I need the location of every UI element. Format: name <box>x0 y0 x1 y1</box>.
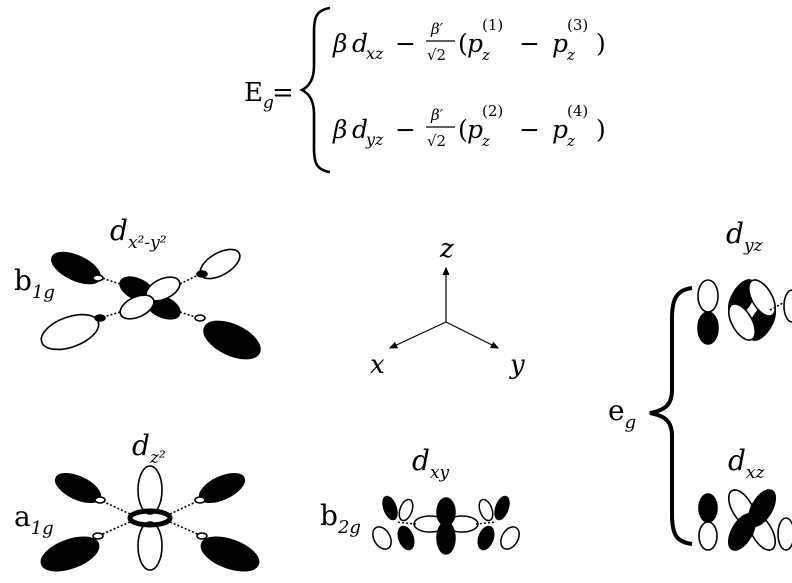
z-axis-label: z <box>439 234 454 264</box>
row2-frac-num: β′ <box>430 106 444 124</box>
a1g-orbital-group: a1g dz² <box>14 429 260 572</box>
dxy-orbital <box>372 495 520 555</box>
row2-close: ) <box>596 115 606 144</box>
equation-lhs: Eg <box>244 78 274 113</box>
b2g-orbital-group: b2g dxy <box>320 444 520 555</box>
dyz-label: dyz <box>726 217 764 256</box>
row2-minus2: − <box>519 115 540 144</box>
dxz-label: dxz <box>728 444 766 483</box>
eg-brace <box>649 286 693 546</box>
row2-p2-sub: z <box>566 132 575 150</box>
dx2y2-label: dx²-y² <box>110 214 167 253</box>
dyz-orbital <box>697 279 792 345</box>
row1-p1: p <box>467 29 483 58</box>
eg-symmetry-label: eg <box>608 394 636 433</box>
dx2y2-orbital <box>40 248 261 360</box>
row1-p1-sup: (1) <box>482 16 503 34</box>
dxy-label: dxy <box>412 444 450 483</box>
row1-open: ( <box>458 29 468 58</box>
equation-equals: = <box>272 78 294 108</box>
row1-minus: − <box>395 29 416 58</box>
row1-frac-num: β′ <box>430 20 444 38</box>
dz2-orbital <box>40 465 260 572</box>
row2-d-sub: yz <box>365 130 384 149</box>
y-axis-label: y <box>509 350 525 380</box>
row2-p1-sup: (2) <box>482 102 503 120</box>
y-axis <box>445 321 500 349</box>
row2-open: ( <box>458 115 468 144</box>
row2-minus: − <box>395 115 416 144</box>
row1-p2-sup: (3) <box>567 16 588 34</box>
row2-beta: β <box>332 115 347 144</box>
a1g-symmetry-label: a1g <box>14 500 54 539</box>
row1-d: d <box>352 29 368 58</box>
row1-p2: p <box>552 29 568 58</box>
row1-minus2: − <box>519 29 540 58</box>
row1-close: ) <box>596 29 606 58</box>
x-axis-label: x <box>370 350 385 380</box>
equation-row-2: β d yz − β′ √2 ( p (2) z − p (4) z ) <box>332 102 606 150</box>
eg-orbital-group: eg dyz dxz <box>608 217 792 551</box>
row2-p1-sub: z <box>481 132 490 150</box>
coordinate-axes <box>388 266 500 349</box>
row1-p2-sub: z <box>566 46 575 64</box>
row1-p1-sub: z <box>481 46 490 64</box>
dz2-label: dz² <box>132 429 166 468</box>
row2-p2: p <box>552 115 568 144</box>
b2g-symmetry-label: b2g <box>320 499 361 538</box>
row1-frac-den: √2 <box>427 46 446 64</box>
equation-row-1: β d xz − β′ √2 ( p (1) z − p (3) z ) <box>332 16 606 64</box>
row2-p1: p <box>467 115 483 144</box>
row2-p2-sup: (4) <box>567 102 588 120</box>
row1-beta: β <box>332 29 347 58</box>
equation-brace <box>299 6 331 174</box>
dxz-orbital <box>698 489 792 551</box>
equation: Eg = β d xz − β′ √2 ( p (1) z − p (3) z … <box>244 6 606 174</box>
row2-d: d <box>352 115 368 144</box>
b1g-orbital-group: b1g dx²-y² <box>14 214 261 360</box>
b1g-symmetry-label: b1g <box>14 264 55 303</box>
row1-d-sub: xz <box>366 44 384 63</box>
x-axis <box>388 321 447 349</box>
row2-frac-den: √2 <box>427 132 446 150</box>
